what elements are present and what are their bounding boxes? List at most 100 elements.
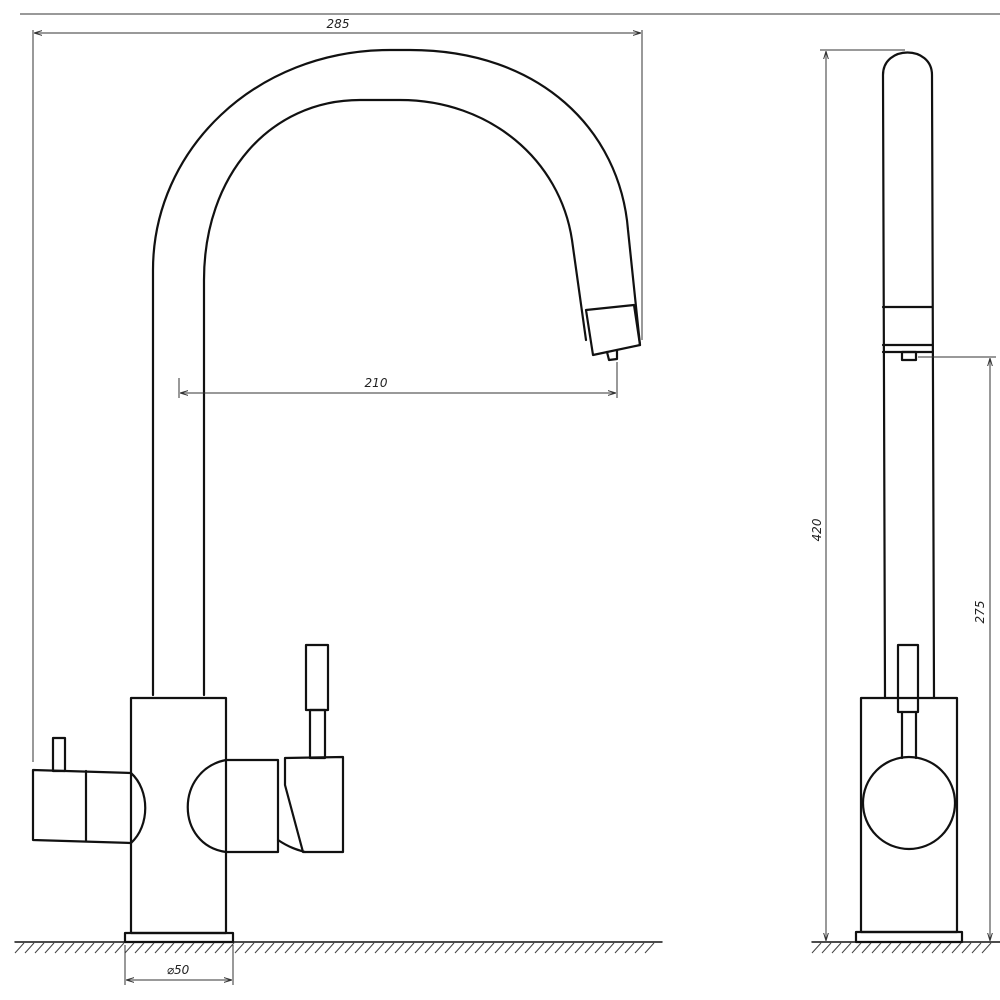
hatch-stroke — [921, 942, 932, 954]
ground-hatching — [14, 942, 655, 954]
hatch-stroke — [931, 942, 942, 954]
hatch-stroke — [74, 942, 85, 954]
hatch-stroke — [104, 942, 115, 954]
side-ground-hatching — [811, 942, 992, 954]
side-cartridge-circle — [861, 755, 957, 851]
hatch-stroke — [14, 942, 25, 954]
hatch-stroke — [224, 942, 235, 954]
hatch-stroke — [624, 942, 635, 954]
side-lever-stem — [900, 710, 918, 760]
side-base-plate — [854, 930, 964, 944]
hatch-stroke — [841, 942, 852, 954]
hatch-stroke — [494, 942, 505, 954]
hatch-stroke — [861, 942, 872, 954]
hatch-stroke — [534, 942, 545, 954]
hatch-stroke — [84, 942, 95, 954]
hatch-stroke — [901, 942, 912, 954]
hatch-stroke — [364, 942, 375, 954]
hatch-stroke — [644, 942, 655, 954]
hatch-stroke — [344, 942, 355, 954]
side-faucet-body — [859, 696, 959, 934]
spout-height-label: 275 — [973, 601, 987, 624]
lever-base — [283, 755, 345, 854]
base-diameter-label: ⌀50 — [167, 963, 190, 977]
hatch-stroke — [34, 942, 45, 954]
hatch-stroke — [971, 942, 982, 954]
front-view: 285 210 ⌀50 — [14, 13, 1000, 985]
hatch-stroke — [124, 942, 135, 954]
hatch-stroke — [144, 942, 155, 954]
mixer-cartridge — [224, 758, 280, 854]
side-aerator-nozzle — [900, 350, 918, 362]
hatch-stroke — [254, 942, 265, 954]
hatch-stroke — [454, 942, 465, 954]
hatch-stroke — [504, 942, 515, 954]
hatch-stroke — [634, 942, 645, 954]
hatch-stroke — [204, 942, 215, 954]
lever-handle — [304, 643, 330, 712]
spout-outer-outline — [151, 48, 642, 697]
hatch-stroke — [584, 942, 595, 954]
hatch-stroke — [314, 942, 325, 954]
hatch-stroke — [474, 942, 485, 954]
hatch-stroke — [234, 942, 245, 954]
hatch-stroke — [64, 942, 75, 954]
hatch-stroke — [44, 942, 55, 954]
hatch-stroke — [424, 942, 435, 954]
hatch-stroke — [154, 942, 165, 954]
hatch-stroke — [871, 942, 882, 954]
hatch-stroke — [384, 942, 395, 954]
hatch-stroke — [831, 942, 842, 954]
filter-handle-knob — [51, 736, 67, 773]
hatch-stroke — [544, 942, 555, 954]
hatch-stroke — [324, 942, 335, 954]
aerator-ring — [584, 303, 642, 357]
hatch-stroke — [404, 942, 415, 954]
hatch-stroke — [951, 942, 962, 954]
side-view: 420 275 — [810, 49, 1000, 954]
hatch-stroke — [911, 942, 922, 954]
hatch-stroke — [174, 942, 185, 954]
hatch-stroke — [851, 942, 862, 954]
hatch-stroke — [604, 942, 615, 954]
hatch-stroke — [294, 942, 305, 954]
hatch-stroke — [94, 942, 105, 954]
hatch-stroke — [524, 942, 535, 954]
hatch-stroke — [961, 942, 972, 954]
hatch-stroke — [941, 942, 952, 954]
hatch-stroke — [484, 942, 495, 954]
side-lever-handle — [896, 643, 920, 714]
spout-reach-label: 210 — [365, 376, 388, 390]
hatch-stroke — [334, 942, 345, 954]
hatch-stroke — [594, 942, 605, 954]
hatch-stroke — [304, 942, 315, 954]
hatch-stroke — [194, 942, 205, 954]
hatch-stroke — [614, 942, 625, 954]
overall-height-label: 420 — [810, 518, 824, 541]
hatch-stroke — [464, 942, 475, 954]
hatch-stroke — [881, 942, 892, 954]
hatch-stroke — [434, 942, 445, 954]
hatch-stroke — [374, 942, 385, 954]
hatch-stroke — [514, 942, 525, 954]
hatch-stroke — [981, 942, 992, 954]
hatch-stroke — [164, 942, 175, 954]
hatch-stroke — [264, 942, 275, 954]
hatch-stroke — [114, 942, 125, 954]
hatch-stroke — [354, 942, 365, 954]
mixer-cartridge-dome — [186, 758, 228, 854]
hatch-stroke — [134, 942, 145, 954]
base-plate — [123, 931, 235, 944]
hatch-stroke — [891, 942, 902, 954]
overall-reach-label: 285 — [327, 17, 350, 31]
hatch-stroke — [811, 942, 822, 954]
hatch-stroke — [414, 942, 425, 954]
spout-inner-outline — [202, 98, 588, 697]
hatch-stroke — [444, 942, 455, 954]
lever-stem — [308, 708, 327, 760]
hatch-stroke — [574, 942, 585, 954]
hatch-stroke — [284, 942, 295, 954]
hatch-stroke — [564, 942, 575, 954]
hatch-stroke — [54, 942, 65, 954]
